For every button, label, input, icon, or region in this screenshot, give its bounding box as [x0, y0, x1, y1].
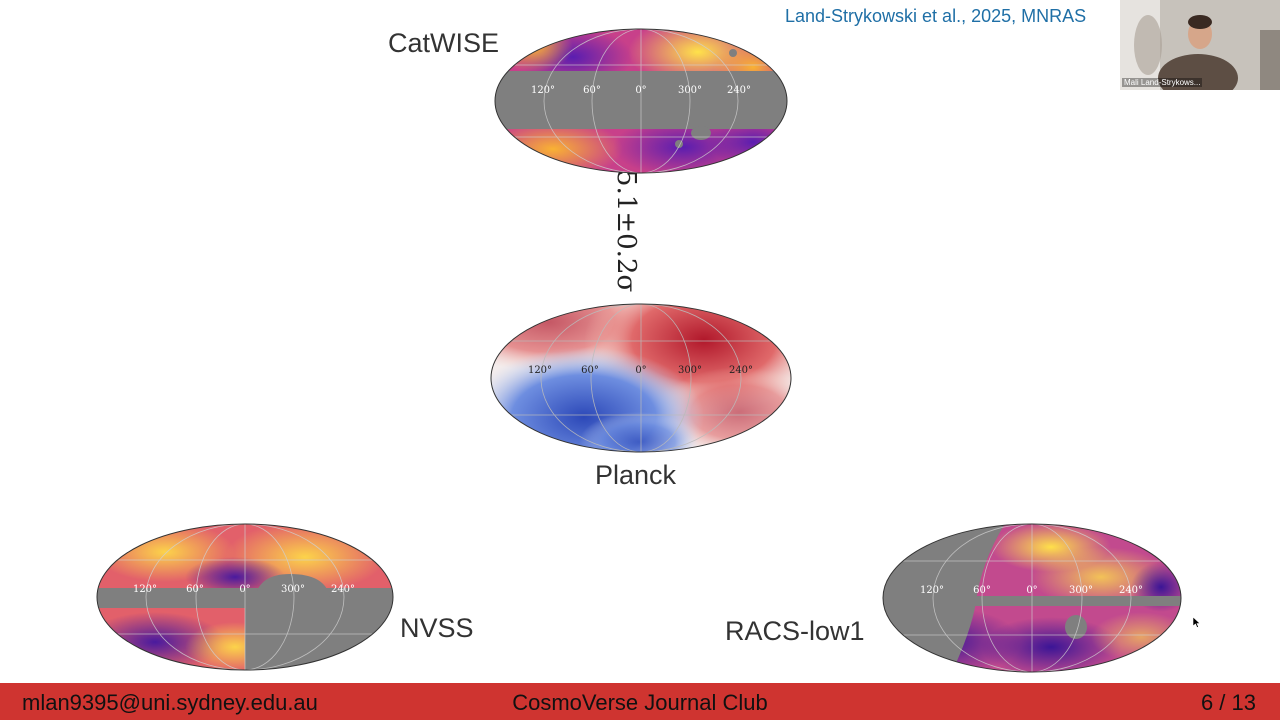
racs-tick-4: 240°	[1119, 585, 1143, 596]
footer-event: CosmoVerse Journal Club	[512, 690, 768, 715]
catwise-tick-2: 0°	[635, 85, 646, 96]
planck-tick-4: 240°	[729, 365, 753, 376]
planck-tick-1: 60°	[581, 365, 599, 376]
webcam-video	[1120, 0, 1280, 90]
nvss-tick-3: 300°	[281, 584, 305, 595]
footer-email: mlan9395@uni.sydney.edu.au	[22, 690, 318, 715]
nvss-label: NVSS	[400, 613, 474, 643]
catwise-label: CatWISE	[388, 28, 500, 58]
racs-tick-3: 300°	[1069, 585, 1093, 596]
cursor-icon	[1193, 617, 1201, 628]
planck-tick-2: 0°	[635, 365, 646, 376]
citation: Land-Strykowski et al., 2025, MNRAS	[785, 6, 1087, 26]
webcam-thumbnail[interactable]: Mali Land-Strykows...	[1120, 0, 1280, 90]
nvss-tick-4: 240°	[331, 584, 355, 595]
nvss-tick-0: 120°	[133, 584, 157, 595]
catwise-tick-3: 300°	[678, 85, 702, 96]
participant-name: Mali Land-Strykows...	[1122, 78, 1203, 87]
nvss-tick-1: 60°	[186, 584, 204, 595]
racs-tick-0: 120°	[920, 585, 944, 596]
racs-tick-1: 60°	[973, 585, 991, 596]
catwise-tick-4: 240°	[727, 85, 751, 96]
planck-tick-0: 120°	[528, 365, 552, 376]
footer-bar: mlan9395@uni.sydney.edu.au CosmoVerse Jo…	[0, 683, 1280, 720]
catwise-tick-0: 120°	[531, 85, 555, 96]
significance-label: 5.1±0.2σ	[611, 170, 641, 293]
racs-label: RACS-low1	[725, 616, 865, 646]
catwise-skymap: 120° 60° 0° 300° 240°	[494, 28, 788, 174]
racs-tick-2: 0°	[1026, 585, 1037, 596]
planck-tick-3: 300°	[678, 365, 702, 376]
planck-skymap: 120° 60° 0° 300° 240°	[490, 303, 792, 453]
nvss-tick-2: 0°	[239, 584, 250, 595]
page-number: 6 / 13	[1200, 690, 1256, 715]
catwise-tick-1: 60°	[583, 85, 601, 96]
nvss-skymap: 120° 60° 0° 300° 240°	[96, 523, 394, 671]
planck-label: Planck	[595, 460, 677, 490]
racs-skymap: 120° 60° 0° 300° 240°	[882, 523, 1182, 673]
